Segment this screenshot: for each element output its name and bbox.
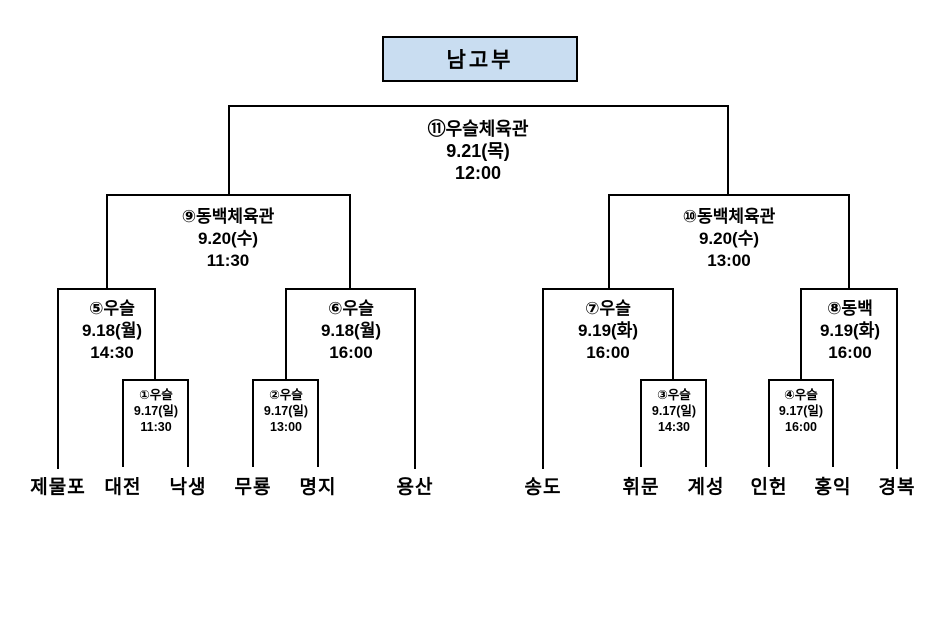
match-7: ⑦우슬 9.19(화) 16:00 xyxy=(578,298,638,364)
match-time: 13:00 xyxy=(270,420,302,434)
match-venue: ②우슬 xyxy=(269,388,303,402)
match-time: 16:00 xyxy=(329,343,373,362)
match-date: 9.18(월) xyxy=(320,321,382,340)
bracket-connector-line xyxy=(122,379,189,381)
match-time: 16:00 xyxy=(828,343,872,362)
match-9-semifinal: ⑨동백체육관 9.20(수) 11:30 xyxy=(182,206,275,272)
bracket-connector-line xyxy=(187,379,189,467)
match-venue: ⑤우슬 xyxy=(89,299,135,318)
team-label: 홍익 xyxy=(814,477,852,498)
bracket-connector-line xyxy=(154,288,156,381)
bracket-connector-line xyxy=(252,379,254,467)
match-time: 16:00 xyxy=(785,420,817,434)
team-label: 송도 xyxy=(524,477,562,498)
match-6: ⑥우슬 9.18(월) 16:00 xyxy=(321,298,381,364)
division-title-box: 남고부 xyxy=(382,36,578,82)
match-8: ⑧동백 9.19(화) 16:00 xyxy=(820,298,880,364)
match-venue: ⑩동백체육관 xyxy=(682,207,776,226)
match-venue: ⑥우슬 xyxy=(328,299,374,318)
match-venue: ⑦우슬 xyxy=(585,299,631,318)
team-label: 계성 xyxy=(687,477,725,498)
match-5: ⑤우슬 9.18(월) 14:30 xyxy=(82,298,142,364)
match-date: 9.17(일) xyxy=(263,404,309,418)
bracket-connector-line xyxy=(106,194,351,196)
match-date: 9.17(일) xyxy=(133,404,179,418)
team-label: 무룡 xyxy=(234,477,272,498)
bracket-connector-line xyxy=(608,194,610,290)
match-venue: ④우슬 xyxy=(784,388,818,402)
bracket-connector-line xyxy=(228,105,230,196)
bracket-connector-line xyxy=(57,288,59,469)
team-label: 인헌 xyxy=(750,477,788,498)
match-1: ①우슬 9.17(일) 11:30 xyxy=(134,387,178,435)
bracket-connector-line xyxy=(800,288,898,290)
bracket-connector-line xyxy=(122,379,124,467)
match-date: 9.19(화) xyxy=(819,321,881,340)
match-time: 14:30 xyxy=(90,343,134,362)
bracket-connector-line xyxy=(896,288,898,469)
bracket-connector-line xyxy=(285,288,287,381)
bracket-connector-line xyxy=(640,379,642,467)
division-title: 남고부 xyxy=(446,49,514,72)
team-label: 낙생 xyxy=(169,477,207,498)
team-label: 제물포 xyxy=(30,477,86,498)
match-4: ④우슬 9.17(일) 16:00 xyxy=(779,387,823,435)
match-time: 12:00 xyxy=(454,163,502,183)
match-venue: ⑪우슬체육관 xyxy=(427,119,529,139)
bracket-connector-line xyxy=(317,379,319,467)
team-label: 대전 xyxy=(104,477,142,498)
team-label: 휘문 xyxy=(622,477,660,498)
match-date: 9.18(월) xyxy=(81,321,143,340)
bracket-connector-line xyxy=(832,379,834,467)
bracket-connector-line xyxy=(252,379,319,381)
match-10-semifinal: ⑩동백체육관 9.20(수) 13:00 xyxy=(683,206,776,272)
match-date: 9.20(수) xyxy=(197,229,259,248)
team-label: 명지 xyxy=(299,477,337,498)
match-3: ③우슬 9.17(일) 14:30 xyxy=(652,387,696,435)
bracket-connector-line xyxy=(228,105,729,107)
team-label: 용산 xyxy=(396,477,434,498)
bracket-connector-line xyxy=(414,288,416,469)
match-date: 9.20(수) xyxy=(698,229,760,248)
match-11-final: ⑪우슬체육관 9.21(목) 12:00 xyxy=(428,118,529,184)
match-date: 9.17(일) xyxy=(651,404,697,418)
match-time: 14:30 xyxy=(658,420,690,434)
match-venue: ⑨동백체육관 xyxy=(181,207,275,226)
match-2: ②우슬 9.17(일) 13:00 xyxy=(264,387,308,435)
match-venue: ③우슬 xyxy=(657,388,691,402)
match-venue: ①우슬 xyxy=(139,388,173,402)
bracket-connector-line xyxy=(768,379,770,467)
bracket-connector-line xyxy=(848,194,850,290)
bracket-connector-line xyxy=(672,288,674,381)
match-date: 9.17(일) xyxy=(778,404,824,418)
match-time: 11:30 xyxy=(140,420,172,434)
bracket-connector-line xyxy=(57,288,156,290)
bracket-connector-line xyxy=(608,194,850,196)
bracket-connector-line xyxy=(106,194,108,290)
team-label: 경복 xyxy=(878,477,916,498)
match-time: 13:00 xyxy=(707,251,751,270)
bracket-connector-line xyxy=(349,194,351,290)
bracket-connector-line xyxy=(542,288,544,469)
match-date: 9.21(목) xyxy=(446,141,510,161)
match-venue: ⑧동백 xyxy=(827,299,873,318)
match-date: 9.19(화) xyxy=(577,321,639,340)
bracket-connector-line xyxy=(768,379,834,381)
bracket-connector-line xyxy=(285,288,416,290)
bracket-connector-line xyxy=(800,288,802,381)
bracket-connector-line xyxy=(640,379,707,381)
bracket-connector-line xyxy=(705,379,707,467)
bracket-connector-line xyxy=(542,288,674,290)
match-time: 16:00 xyxy=(586,343,630,362)
bracket-connector-line xyxy=(727,105,729,196)
match-time: 11:30 xyxy=(206,251,250,270)
